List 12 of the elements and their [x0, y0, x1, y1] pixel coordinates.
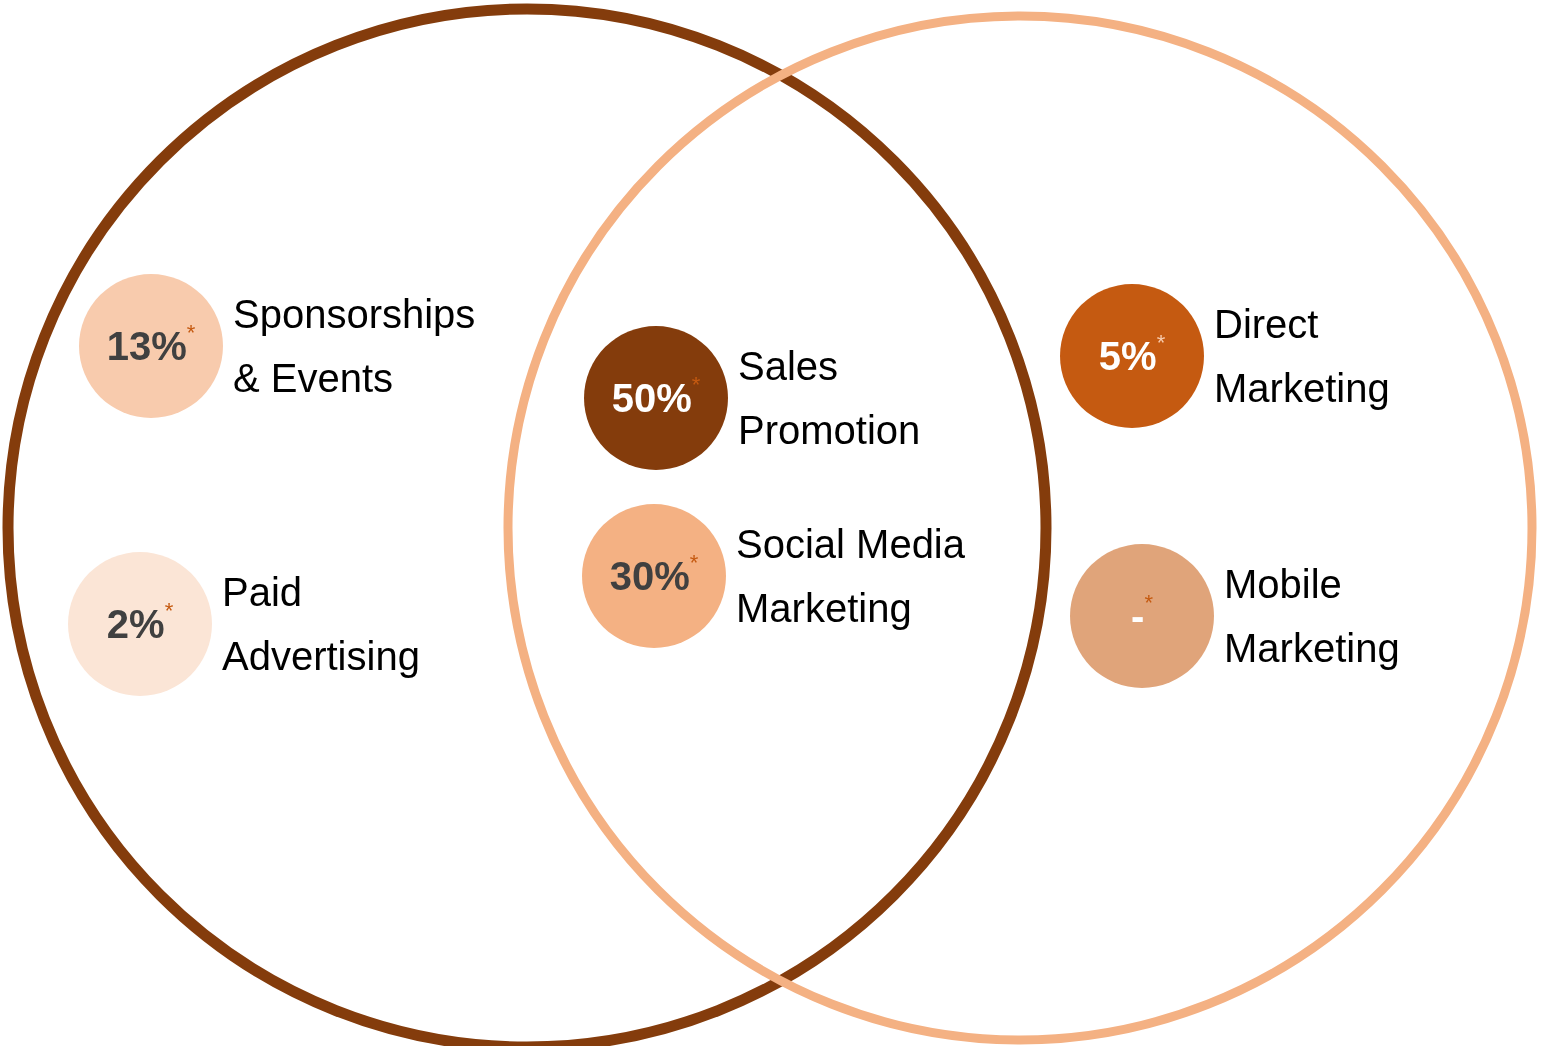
category-label: Social Media Marketing [736, 521, 966, 632]
category-label: Sales Promotion [738, 343, 922, 454]
percent-value: 50%$^{*}$ [611, 375, 701, 421]
percent-value: 5%$^{*}$ [1098, 333, 1166, 379]
category-label: Paid Advertising [222, 569, 421, 680]
category-label: Sponsorships & Events [233, 291, 477, 402]
percent-value: 2%$^{*}$ [106, 601, 174, 647]
percent-value: 13%$^{*}$ [106, 323, 196, 369]
category-label: Mobile Marketing [1224, 561, 1401, 672]
percent-value: 30%$^{*}$ [609, 553, 699, 599]
category-label: Direct Marketing [1214, 301, 1391, 412]
percent-value: -$^{*}$ [1131, 593, 1153, 639]
